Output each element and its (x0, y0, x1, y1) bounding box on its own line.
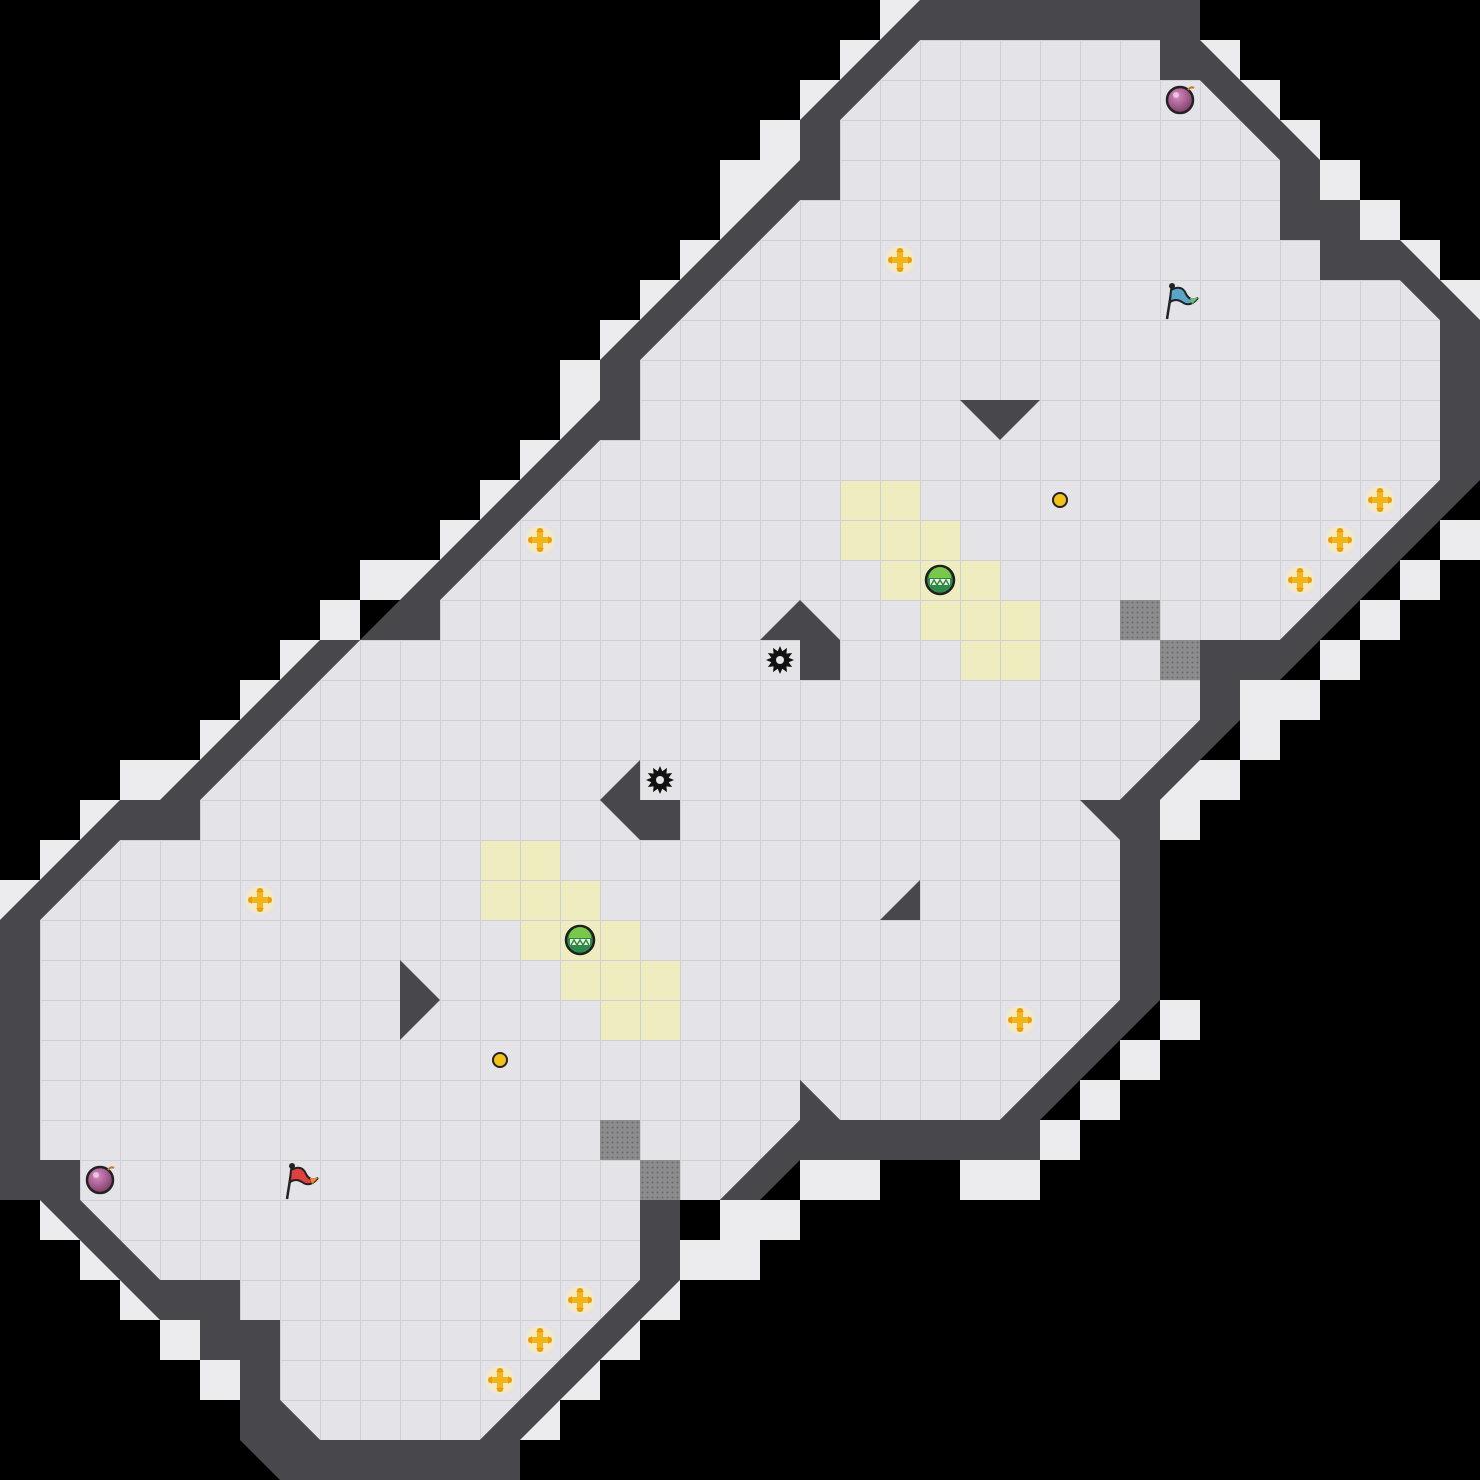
bomb-icon (85, 1165, 115, 1195)
boost-cross-icon (1326, 526, 1354, 554)
coin-icon (492, 1052, 508, 1068)
rim-tile (1000, 1160, 1040, 1200)
rim-tile (1320, 640, 1360, 680)
yellow-zone-tile (1001, 641, 1040, 680)
rim-tile (560, 360, 600, 400)
rim-tile (760, 1200, 800, 1240)
rim-tile (1160, 1000, 1200, 1040)
yellow-zone-tile (601, 1001, 640, 1040)
yellow-zone-tile (561, 881, 600, 920)
triangle-obstacle-right (400, 960, 440, 1040)
yellow-zone-tile (601, 921, 640, 960)
spike-gear-icon (766, 646, 794, 674)
yellow-zone-tile (881, 521, 920, 560)
triangle-layer (400, 400, 1040, 1040)
rim-tile (760, 120, 800, 160)
boost-cross-icon (566, 1286, 594, 1314)
rim-tile (800, 1160, 840, 1200)
red-flag-icon (285, 1163, 319, 1200)
yellow-zone-tile (841, 481, 880, 520)
yellow-zone-tile (881, 561, 920, 600)
metal-block (1120, 600, 1160, 640)
yellow-zone-tile (561, 961, 600, 1000)
rim-tile (1360, 600, 1400, 640)
coin-icon (1052, 492, 1068, 508)
blue-flag-icon (1165, 283, 1199, 320)
spike-gear-icon (646, 766, 674, 794)
yellow-zone-tile (961, 641, 1000, 680)
yellow-zone-tile (961, 561, 1000, 600)
rim-tile (120, 760, 160, 800)
yellow-zone-tile (521, 881, 560, 920)
wall-notch (1080, 800, 1120, 840)
yellow-zone-tile (481, 841, 520, 880)
green-ball-icon (924, 564, 956, 596)
rim-tile (960, 1160, 1000, 1200)
boost-cross-icon (486, 1366, 514, 1394)
rim-tile (840, 1160, 880, 1200)
rim-tile (320, 600, 360, 640)
rim-tile (720, 160, 760, 200)
rim-tile (1400, 560, 1440, 600)
rim-tile (1240, 680, 1280, 720)
yellow-zone-tile (881, 481, 920, 520)
rim-tile (1280, 680, 1320, 720)
rim-tile (1040, 1120, 1080, 1160)
metal-block-layer (600, 600, 1200, 1200)
rim-tile (680, 1240, 720, 1280)
yellow-zone-tile (961, 601, 1000, 640)
boost-cross-icon (526, 526, 554, 554)
boost-cross-icon (1006, 1006, 1034, 1034)
inner-wall-block (760, 600, 840, 680)
yellow-zone-tile (521, 841, 560, 880)
metal-block (640, 1160, 680, 1200)
rim-tile (1360, 200, 1400, 240)
rim-tile (720, 1240, 760, 1280)
rim-tile (1200, 760, 1240, 800)
arena-floor (40, 40, 1440, 1440)
rim-tile (360, 560, 400, 600)
rim-tile (1160, 800, 1200, 840)
yellow-zone-tile (841, 521, 880, 560)
boost-cross-icon (1286, 566, 1314, 594)
yellow-zone-tile (921, 521, 960, 560)
yellow-zone-tile (481, 881, 520, 920)
metal-block (600, 1120, 640, 1160)
rim-tile (1080, 1080, 1120, 1120)
rim-tile (160, 1320, 200, 1360)
boost-cross-icon (526, 1326, 554, 1354)
boost-cross-icon (1366, 486, 1394, 514)
yellow-zone-tile (1001, 601, 1040, 640)
inner-wall-ramp (880, 880, 920, 920)
rim-tile (720, 1200, 760, 1240)
rim-tile (200, 1360, 240, 1400)
green-ball-icon (564, 924, 596, 956)
boost-cross-icon (886, 246, 914, 274)
yellow-zone-tile (601, 961, 640, 1000)
yellow-zone-tile (641, 961, 680, 1000)
bomb-icon (1165, 85, 1195, 115)
rim-tile (1440, 520, 1480, 560)
rim-tile (1320, 160, 1360, 200)
inner-wall-block (600, 760, 680, 840)
yellow-zone-tile (641, 1001, 680, 1040)
boost-cross-icon (246, 886, 274, 914)
yellow-zone-layer (481, 481, 1040, 1040)
entity-layer (85, 85, 1394, 1394)
triangle-obstacle-down (960, 400, 1040, 440)
rim-tile (1120, 1040, 1160, 1080)
yellow-zone-tile (921, 601, 960, 640)
rim-tile (1240, 720, 1280, 760)
yellow-zone-tile (521, 921, 560, 960)
metal-block (1160, 640, 1200, 680)
